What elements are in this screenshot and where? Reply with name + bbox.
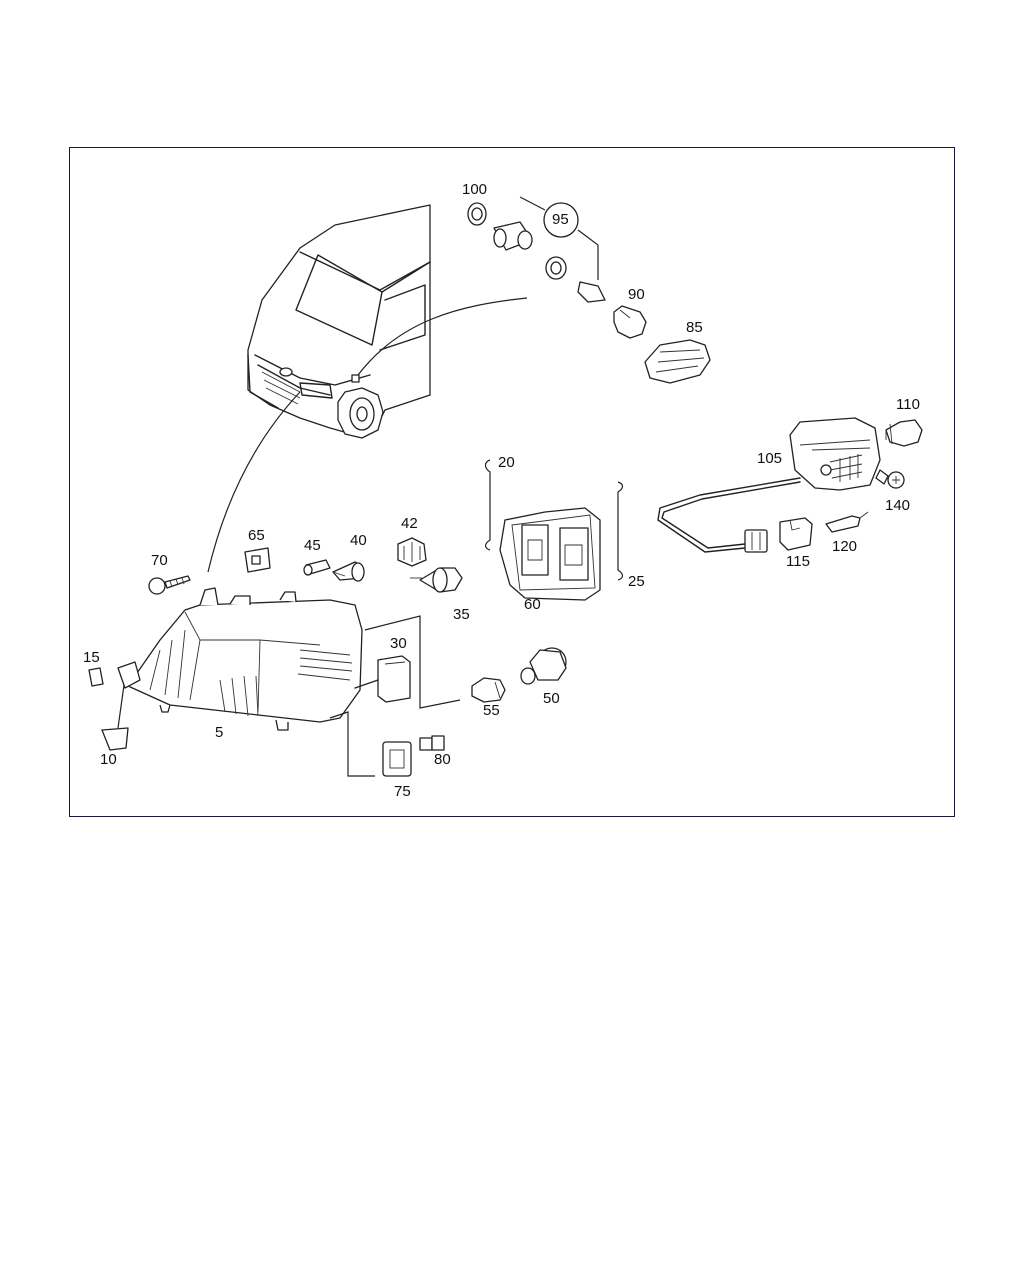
bracket-25 bbox=[617, 481, 624, 581]
label-100: 100 bbox=[462, 181, 488, 198]
part-60-bulb-socket bbox=[499, 507, 601, 601]
diagram-frame bbox=[69, 147, 955, 817]
leader-van-to-headlamp bbox=[207, 391, 301, 573]
part-120-terminal bbox=[825, 511, 869, 533]
label-40: 40 bbox=[350, 532, 367, 549]
part-15-clip bbox=[88, 667, 104, 687]
label-5: 5 bbox=[215, 724, 224, 741]
label-75: 75 bbox=[394, 783, 411, 800]
label-95: 95 bbox=[552, 211, 569, 228]
part-95-bulb-holder bbox=[493, 196, 606, 303]
label-50: 50 bbox=[543, 690, 560, 707]
label-25: 25 bbox=[628, 573, 645, 590]
label-70: 70 bbox=[151, 552, 168, 569]
label-60: 60 bbox=[524, 596, 541, 613]
label-42: 42 bbox=[401, 515, 418, 532]
label-45: 45 bbox=[304, 537, 321, 554]
part-30-motor bbox=[354, 655, 411, 703]
part-80-fuse bbox=[419, 735, 445, 751]
label-65: 65 bbox=[248, 527, 265, 544]
part-140-screw bbox=[875, 469, 905, 489]
label-85: 85 bbox=[686, 319, 703, 336]
part-115-housing bbox=[779, 517, 813, 551]
part-110-bulb bbox=[885, 419, 923, 447]
label-90: 90 bbox=[628, 286, 645, 303]
bracket-20 bbox=[484, 459, 491, 551]
connector bbox=[744, 529, 768, 553]
part-42-holder bbox=[397, 537, 427, 567]
label-30: 30 bbox=[390, 635, 407, 652]
label-115: 115 bbox=[786, 553, 810, 570]
part-40-bulb bbox=[332, 561, 365, 582]
leader-van-to-indicator bbox=[357, 297, 528, 376]
part-10-adjuster bbox=[101, 684, 129, 751]
label-20: 20 bbox=[498, 454, 515, 471]
label-15: 15 bbox=[83, 649, 100, 666]
label-55: 55 bbox=[483, 702, 500, 719]
label-10: 10 bbox=[100, 751, 117, 768]
label-105: 105 bbox=[757, 450, 783, 467]
van-illustration bbox=[247, 204, 431, 439]
part-5-headlamp bbox=[117, 587, 363, 731]
part-50-socket bbox=[520, 647, 567, 685]
part-55-bulb bbox=[471, 677, 506, 703]
part-105-lamp-unit bbox=[789, 417, 881, 491]
part-100-grommet bbox=[467, 202, 487, 226]
wiring-harness bbox=[657, 477, 801, 553]
label-110: 110 bbox=[896, 396, 920, 413]
part-70-screw bbox=[148, 575, 191, 595]
part-90-bulb bbox=[613, 305, 647, 339]
label-80: 80 bbox=[434, 751, 451, 768]
label-140: 140 bbox=[885, 497, 911, 514]
part-75-module bbox=[382, 741, 412, 777]
part-35-bulb bbox=[410, 567, 463, 593]
part-65-cap bbox=[244, 547, 271, 573]
label-120: 120 bbox=[832, 538, 858, 555]
part-85-side-indicator bbox=[644, 339, 711, 384]
part-45-bulb bbox=[303, 559, 331, 576]
label-35: 35 bbox=[453, 606, 470, 623]
